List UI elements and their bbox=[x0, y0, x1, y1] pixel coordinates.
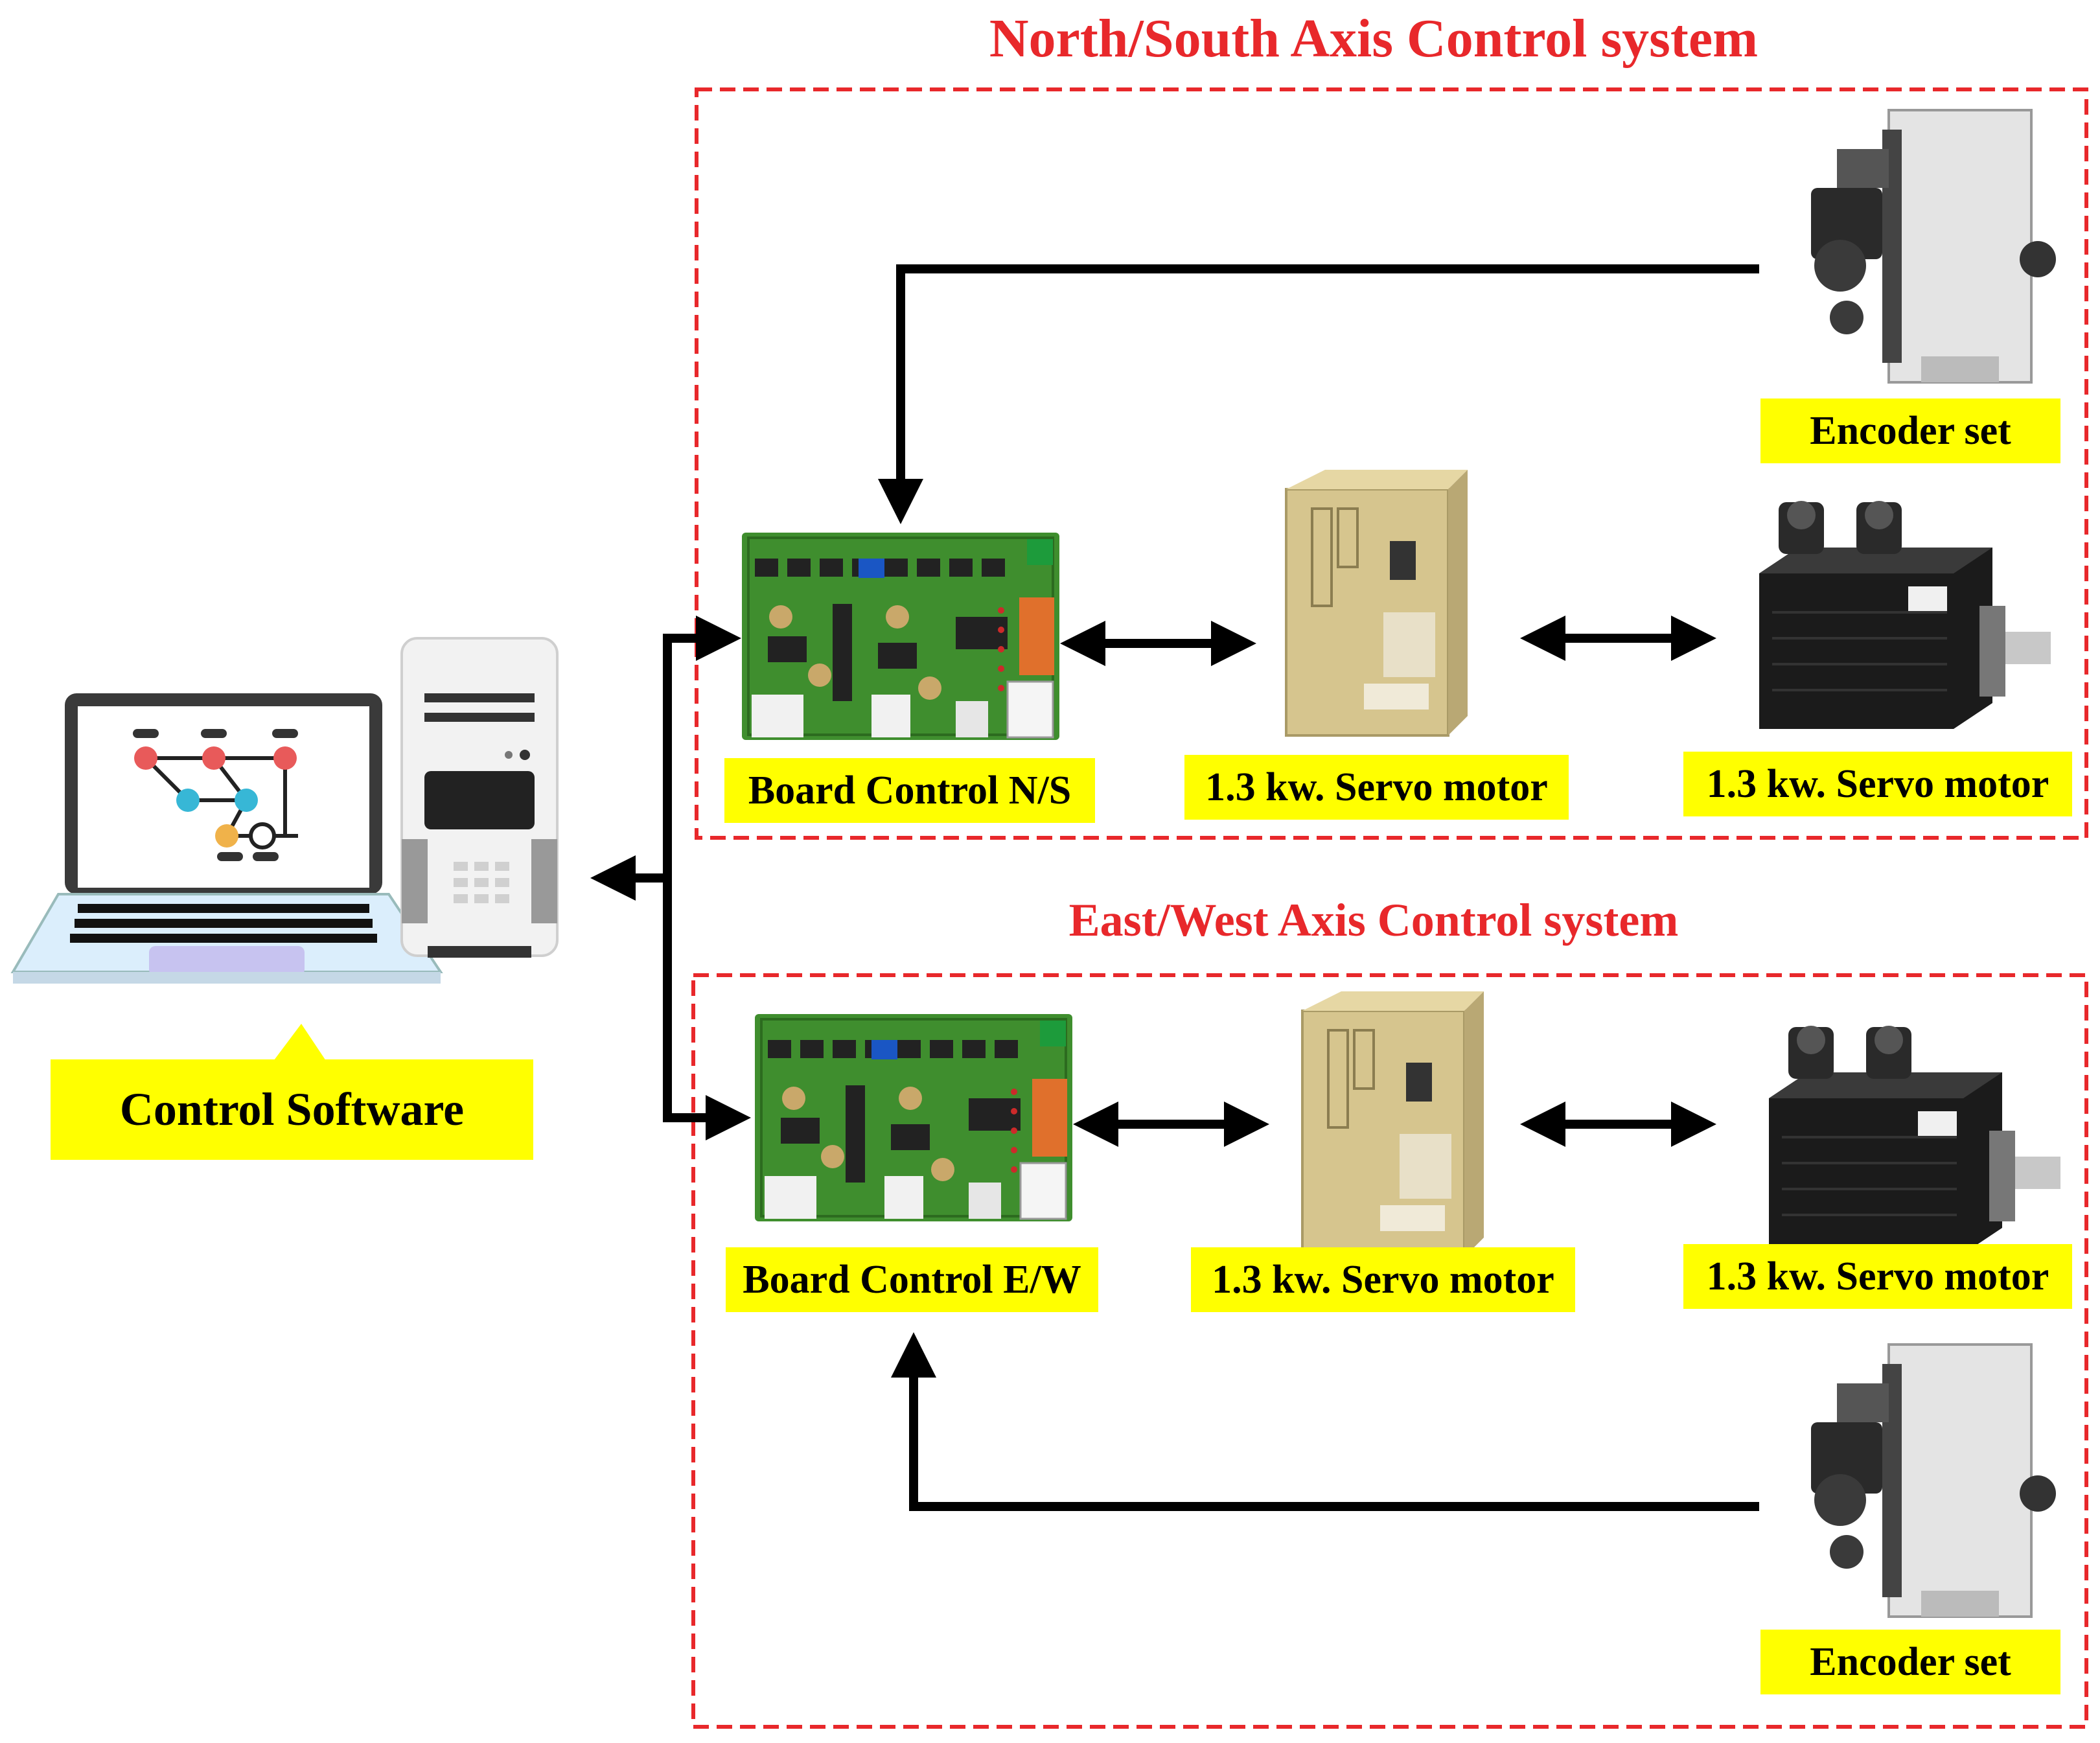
encoder-ns-icon bbox=[1810, 109, 2057, 384]
callout-pointer bbox=[272, 1024, 327, 1063]
control-software-label: Control Software bbox=[51, 1059, 533, 1160]
ns-system-frame bbox=[695, 87, 2088, 840]
encoder-ew-label: Encoder set bbox=[1760, 1630, 2060, 1694]
motor-ew-icon bbox=[1768, 1024, 2062, 1255]
board-ew-label: Board Control E/W bbox=[726, 1247, 1098, 1312]
connection-arrows bbox=[590, 264, 1759, 1511]
servo-motor-ns-label: 1.3 kw. Servo motor bbox=[1683, 752, 2072, 816]
servo-driver-ew-label: 1.3 kw. Servo motor bbox=[1191, 1247, 1575, 1312]
board-ns-icon bbox=[741, 531, 1061, 741]
driver-ns-icon bbox=[1285, 468, 1469, 737]
ew-system-title: East/West Axis Control system bbox=[1068, 894, 1679, 946]
motor-ns-icon bbox=[1758, 500, 2052, 730]
encoder-to-board-ew-arrow bbox=[891, 1332, 1759, 1511]
laptop-icon bbox=[10, 693, 443, 984]
encoder-ns-label: Encoder set bbox=[1760, 398, 2060, 463]
ns-system-title: North/South Axis Control system bbox=[989, 8, 1759, 69]
encoder-to-board-ns-arrow bbox=[878, 264, 1759, 524]
board-ew-icon bbox=[754, 1013, 1074, 1223]
driver-ew-icon bbox=[1301, 990, 1485, 1258]
encoder-ew-icon bbox=[1810, 1343, 2057, 1618]
servo-motor-ew-label: 1.3 kw. Servo motor bbox=[1683, 1244, 2072, 1309]
board-ns-label: Board Control N/S bbox=[724, 758, 1095, 823]
to-board-ew-arrow bbox=[663, 878, 751, 1140]
servo-driver-ns-label: 1.3 kw. Servo motor bbox=[1184, 755, 1569, 820]
to-board-ns-arrow bbox=[663, 616, 741, 1114]
pc-tower-icon bbox=[400, 637, 559, 958]
